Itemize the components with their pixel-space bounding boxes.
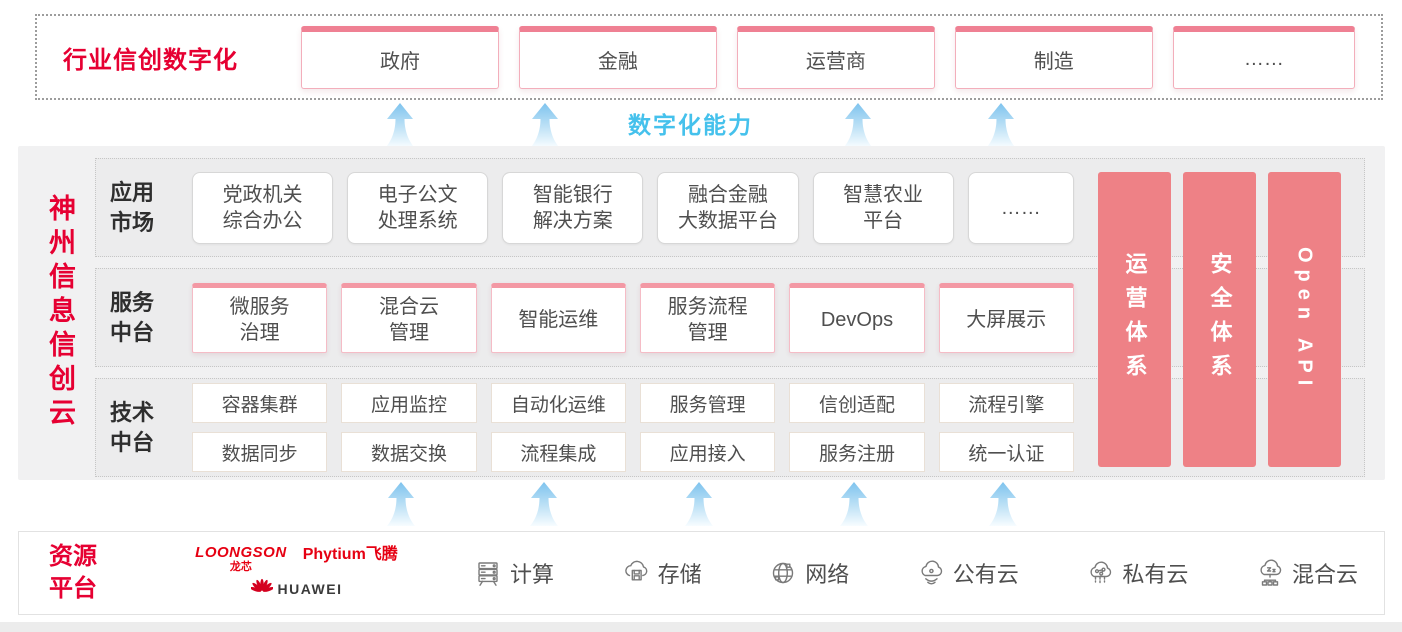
- app-market-panel: 应用 市场 党政机关 综合办公 电子公文 处理系统 智能银行 解决方案 融合金融…: [95, 158, 1365, 257]
- resource-storage: 存储: [620, 557, 702, 589]
- industry-box-operator: 运营商: [736, 25, 935, 89]
- resource-platform: 资源 平台 LOONGSON 龙芯 Phytium飞腾: [18, 531, 1385, 615]
- up-arrow-icon: [986, 103, 1016, 147]
- up-arrow-icon: [684, 482, 714, 526]
- industry-box-finance: 金融: [518, 25, 717, 89]
- up-arrow-icon: [839, 482, 869, 526]
- cloud-platform-block: 神州信息信创云 应用 市场 党政机关 综合办公 电子公文 处理系统 智能银行 解…: [18, 146, 1385, 480]
- huawei-flower-icon: [249, 577, 274, 602]
- pillar-operations: 运营体系: [1098, 172, 1171, 467]
- bottom-divider: [0, 622, 1402, 632]
- tech-box: 应用监控: [341, 383, 477, 423]
- service-platform-panel: 服务 中台 微服务 治理 混合云 管理 智能运维 服务流程 管理 DevOps …: [95, 268, 1365, 367]
- loongson-logo: LOONGSON 龙芯: [195, 543, 287, 573]
- tech-box: 应用接入: [639, 432, 776, 472]
- public-cloud-icon: [915, 557, 947, 589]
- app-box: 智慧农业 平台: [812, 171, 954, 244]
- pillar-security: 安全体系: [1183, 172, 1256, 467]
- phytium-logo: Phytium飞腾: [302, 545, 398, 563]
- compute-icon: [472, 557, 504, 589]
- resource-network: 网络: [767, 557, 849, 589]
- up-arrow-icon: [386, 482, 416, 526]
- up-arrow-icon: [529, 482, 559, 526]
- resource-compute: 计算: [472, 557, 554, 589]
- storage-icon: [620, 557, 652, 589]
- industry-box-manufacturing: 制造: [954, 25, 1153, 89]
- tech-box: 数据交换: [341, 432, 477, 472]
- industry-band-title: 行业信创数字化: [63, 46, 238, 74]
- app-box: 电子公文 处理系统: [347, 171, 489, 244]
- tech-box: 数据同步: [192, 432, 328, 472]
- up-arrow-icon: [385, 103, 415, 147]
- service-platform-label: 服务 中台: [110, 289, 155, 345]
- service-box: 混合云 管理: [341, 282, 477, 353]
- tech-platform-panel: 技术 中台 容器集群 应用监控 自动化运维 服务管理 信创适配 流程引擎 数据同…: [95, 378, 1365, 477]
- resource-platform-title: 资源 平台: [49, 542, 97, 602]
- industry-box-more: ……: [1172, 25, 1356, 89]
- resource-private-cloud: 私有云: [1084, 557, 1188, 589]
- capability-label: 数字化能力: [628, 112, 753, 138]
- app-box: 智能银行 解决方案: [502, 171, 644, 244]
- service-box: 微服务 治理: [192, 282, 328, 353]
- tech-box: 流程引擎: [938, 383, 1074, 423]
- industry-box-government: 政府: [301, 25, 499, 89]
- vendor-logos: LOONGSON 龙芯 Phytium飞腾: [179, 545, 414, 602]
- app-box-more: ……: [967, 171, 1074, 244]
- up-arrow-icon: [988, 482, 1018, 526]
- app-market-label: 应用 市场: [110, 179, 155, 235]
- industry-band: 行业信创数字化 政府 金融 运营商 制造 ……: [35, 14, 1383, 100]
- hybrid-cloud-icon: [1254, 557, 1286, 589]
- tech-box: 容器集群: [192, 383, 328, 423]
- tech-box: 信创适配: [789, 383, 925, 423]
- resource-hybrid-cloud: 混合云: [1254, 557, 1358, 589]
- service-box: DevOps: [789, 282, 925, 353]
- service-box: 大屏展示: [938, 282, 1074, 353]
- service-box: 服务流程 管理: [639, 282, 776, 353]
- up-arrow-icon: [843, 103, 873, 147]
- app-box: 党政机关 综合办公: [192, 171, 334, 244]
- private-cloud-icon: [1084, 557, 1116, 589]
- tech-box: 流程集成: [490, 432, 626, 472]
- tech-platform-label: 技术 中台: [110, 399, 155, 455]
- service-box: 智能运维: [490, 282, 626, 353]
- app-box: 融合金融 大数据平台: [657, 171, 799, 244]
- tech-box: 服务注册: [789, 432, 925, 472]
- tech-box: 统一认证: [938, 432, 1074, 472]
- pillar-open-api: Open API: [1268, 172, 1341, 467]
- network-icon: [767, 557, 799, 589]
- cloud-platform-title: 神州信息信创云: [45, 194, 75, 432]
- huawei-logo: HUAWEI: [249, 577, 343, 602]
- tech-box: 服务管理: [639, 383, 776, 423]
- resource-public-cloud: 公有云: [915, 557, 1019, 589]
- tech-box: 自动化运维: [490, 383, 626, 423]
- up-arrow-icon: [530, 103, 560, 147]
- resource-list: 计算 存储: [472, 557, 1358, 589]
